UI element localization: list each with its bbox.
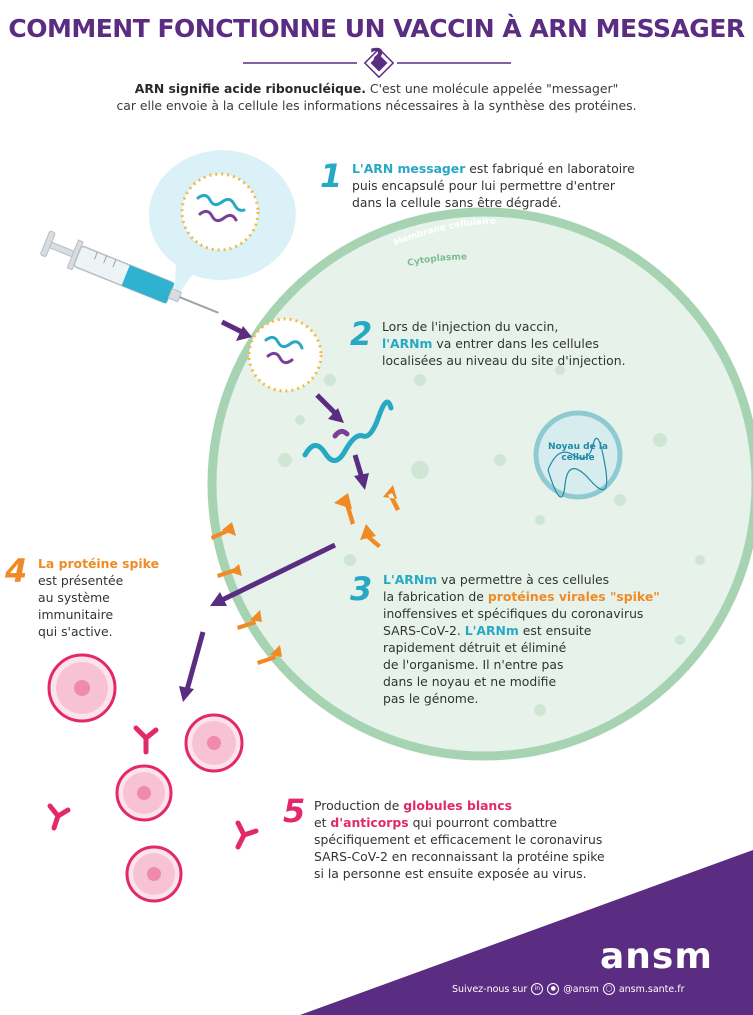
intro-bold: ARN signifie acide ribonucléique.	[134, 81, 366, 96]
cytoplasm-dots	[278, 365, 705, 716]
step-4-text: La protéine spike est présentée au système…	[38, 555, 198, 640]
step-text-part: est présentée	[38, 573, 124, 588]
capsule-entering	[247, 317, 323, 393]
step-5-text: Production de globules blancs et d'antico…	[314, 797, 644, 882]
step-text-part: l'ARNm	[382, 336, 433, 351]
step-text-part: qui pourront combattre	[408, 815, 558, 830]
step-text-part: localisées au niveau du site d'injection…	[382, 353, 626, 368]
step-text-part: L'ARNm	[383, 572, 438, 587]
step-text-part: rapidement détruit et éliminé	[383, 640, 567, 655]
step-text-part: va permettre à ces cellules	[437, 572, 610, 587]
step-text-part: La protéine spike	[38, 556, 159, 571]
nucleus-label: Noyau de la cellule	[547, 442, 609, 463]
step-text-part: dans le noyau et ne modifie	[383, 674, 557, 689]
syringe-icon	[40, 230, 219, 314]
step-3-number: 3	[350, 570, 373, 608]
step-text-part: puis encapsulé pour lui permettre d'entr…	[352, 178, 615, 193]
mrna-strand	[302, 399, 394, 463]
step-text-part: SARS-CoV-2.	[383, 623, 465, 638]
linkedin-icon[interactable]: in	[531, 983, 544, 995]
cell-membrane	[207, 207, 753, 761]
nucleus-dna	[547, 437, 608, 498]
intro-text: ARN signifie acide ribonucléique. C'est …	[40, 80, 713, 114]
step-text-part: dans la cellule sans être dégradé.	[352, 195, 562, 210]
footer-follow: Suivez-nous sur	[452, 983, 528, 995]
footer-social: Suivez-nous sur in ● @ansm ◯ ansm.sante.…	[452, 983, 685, 995]
step-text-part: va entrer dans les cellules	[432, 336, 599, 351]
step-text-part: inoffensives et spécifiques du coronavir…	[383, 606, 644, 621]
footer-site[interactable]: ansm.sante.fr	[618, 983, 685, 995]
cell-nucleus	[533, 410, 623, 500]
step-text-part: qui s'active.	[38, 624, 113, 639]
capsule-bubble	[148, 150, 296, 300]
process-arrows	[179, 319, 369, 702]
step-2-text: Lors de l'injection du vaccin, l'ARNm va …	[382, 318, 702, 369]
ansm-logo: ansm	[600, 936, 713, 977]
step-text-part: immunitaire	[38, 607, 114, 622]
step-text-part: globules blancs	[403, 798, 512, 813]
step-1-number: 1	[320, 157, 343, 195]
step-text-part: est ensuite	[518, 623, 592, 638]
step-text-part: d'anticorps	[330, 815, 409, 830]
step-text-part: Production de	[314, 798, 404, 813]
step-3-text: L'ARNm va permettre à ces cellules la fab…	[383, 571, 693, 707]
page-title: COMMENT FONCTIONNE UN VACCIN À ARN MESSA…	[8, 14, 745, 72]
step-text-part: L'ARN messager	[352, 161, 466, 176]
step-text-part: si la personne est ensuite exposée au vi…	[314, 866, 587, 881]
step-2-number: 2	[350, 315, 373, 353]
step-text-part: L'ARNm	[464, 623, 519, 638]
step-text-part: spécifiquement et efficacement le corona…	[314, 832, 603, 847]
step-text-part: pas le génome.	[383, 691, 479, 706]
white-blood-cells	[47, 653, 244, 903]
step-1-text: L'ARN messager est fabriqué en laboratoi…	[352, 160, 682, 211]
intro-line1: C'est une molécule appelée "messager"	[365, 81, 619, 96]
intro-line2: car elle envoie à la cellule les informa…	[116, 98, 637, 113]
twitter-icon[interactable]: ●	[547, 983, 560, 995]
step-text-part: et	[314, 815, 331, 830]
antibodies	[47, 725, 259, 850]
step-text-part: protéines virales "spike"	[487, 589, 660, 604]
step-text-part: est fabriqué en laboratoire	[465, 161, 635, 176]
step-text-part: la fabrication de	[383, 589, 488, 604]
footer-handle[interactable]: @ansm	[563, 983, 599, 995]
footer-band	[300, 850, 753, 1015]
step-text-part: au système	[38, 590, 110, 605]
step-5-number: 5	[283, 792, 306, 830]
step-text-part: de l'organisme. Il n'entre pas	[383, 657, 564, 672]
step-text-part: SARS-CoV-2 en reconnaissant la protéine …	[314, 849, 605, 864]
spike-proteins	[211, 485, 400, 665]
globe-icon: ◯	[602, 983, 615, 995]
step-text-part: Lors de l'injection du vaccin,	[382, 319, 559, 334]
step-4-number: 4	[5, 552, 28, 590]
